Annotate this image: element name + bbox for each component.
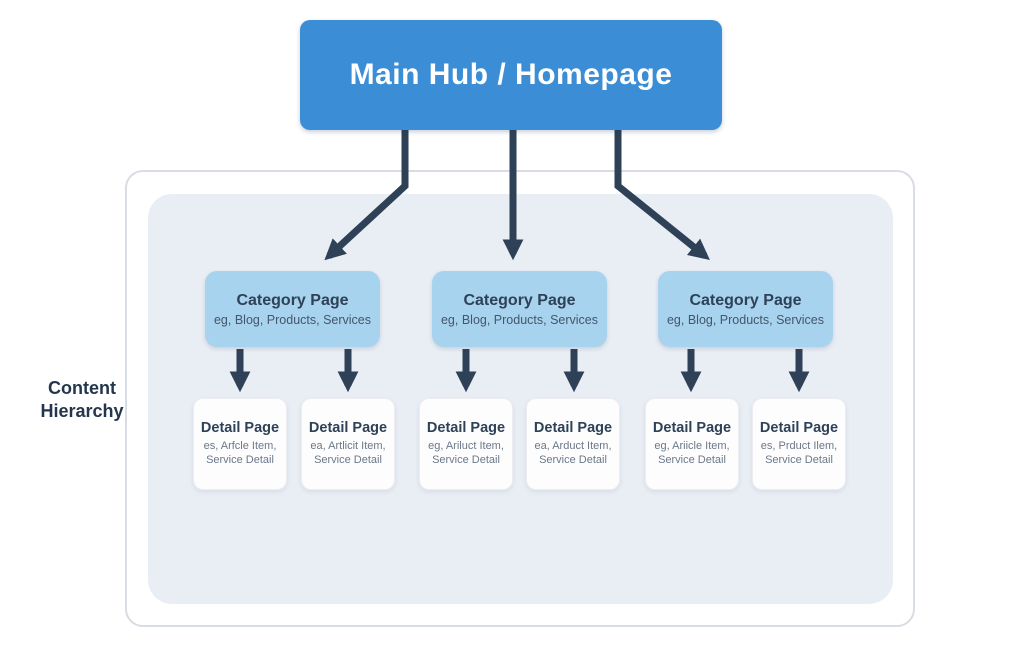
detail-node-3: Detail Page eg, Ariluct Item, Service De… bbox=[419, 398, 513, 490]
category-subtitle: eg, Blog, Products, Services bbox=[440, 312, 599, 327]
detail-node-1: Detail Page es, Arfcle Item, Service Det… bbox=[193, 398, 287, 490]
category-title: Category Page bbox=[689, 291, 802, 309]
detail-title: Detail Page bbox=[533, 420, 613, 437]
category-title: Category Page bbox=[236, 291, 349, 309]
detail-node-4: Detail Page ea, Arduct Item, Service Det… bbox=[526, 398, 620, 490]
detail-title: Detail Page bbox=[759, 420, 839, 437]
main-hub-node: Main Hub / Homepage bbox=[300, 20, 722, 130]
detail-node-5: Detail Page eg, Ariicle Item, Service De… bbox=[645, 398, 739, 490]
main-hub-title: Main Hub / Homepage bbox=[349, 58, 673, 91]
detail-subtitle: ea, Artlicit Item, Service Detail bbox=[310, 440, 386, 466]
content-hierarchy-label: Content Hierarchy bbox=[40, 378, 124, 422]
category-node-2: Category Page eg, Blog, Products, Servic… bbox=[432, 271, 607, 347]
category-title: Category Page bbox=[463, 291, 576, 309]
detail-subtitle: es, Arfcle Item, Service Detail bbox=[203, 440, 277, 466]
detail-title: Detail Page bbox=[426, 420, 506, 437]
detail-subtitle: eg, Ariluct Item, Service Detail bbox=[428, 440, 504, 466]
detail-title: Detail Page bbox=[652, 420, 732, 437]
category-node-1: Category Page eg, Blog, Products, Servic… bbox=[205, 271, 380, 347]
detail-node-6: Detail Page es, Prduct Ilem, Service Det… bbox=[752, 398, 846, 490]
detail-subtitle: eg, Ariicle Item, Service Detail bbox=[654, 440, 730, 466]
detail-node-2: Detail Page ea, Artlicit Item, Service D… bbox=[301, 398, 395, 490]
detail-title: Detail Page bbox=[308, 420, 388, 437]
detail-subtitle: ea, Arduct Item, Service Detail bbox=[534, 440, 612, 466]
category-node-3: Category Page eg, Blog, Products, Servic… bbox=[658, 271, 833, 347]
category-subtitle: eg, Blog, Products, Services bbox=[666, 312, 825, 327]
category-subtitle: eg, Blog, Products, Services bbox=[213, 312, 372, 327]
detail-title: Detail Page bbox=[200, 420, 280, 437]
detail-subtitle: es, Prduct Ilem, Service Detail bbox=[760, 440, 838, 466]
